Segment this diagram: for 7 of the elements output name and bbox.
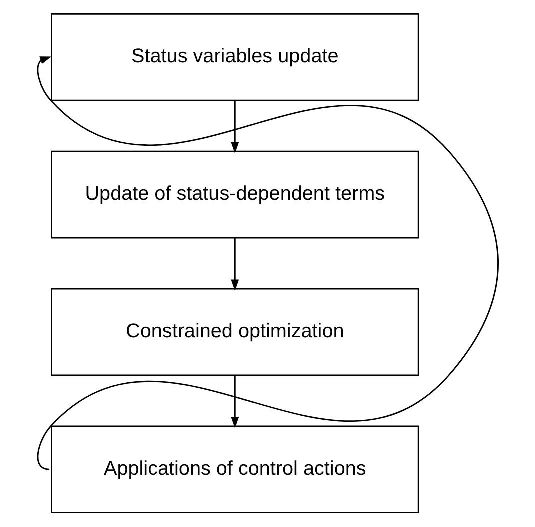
arrow — [230, 375, 239, 429]
arrow — [230, 100, 239, 154]
node-box: Applications of control actions — [50, 426, 419, 514]
node-box: Update of status-dependent terms — [50, 150, 419, 239]
node-box: Constrained optimization — [50, 288, 419, 376]
node-box: Status variables update — [50, 13, 419, 102]
arrow — [230, 238, 239, 292]
